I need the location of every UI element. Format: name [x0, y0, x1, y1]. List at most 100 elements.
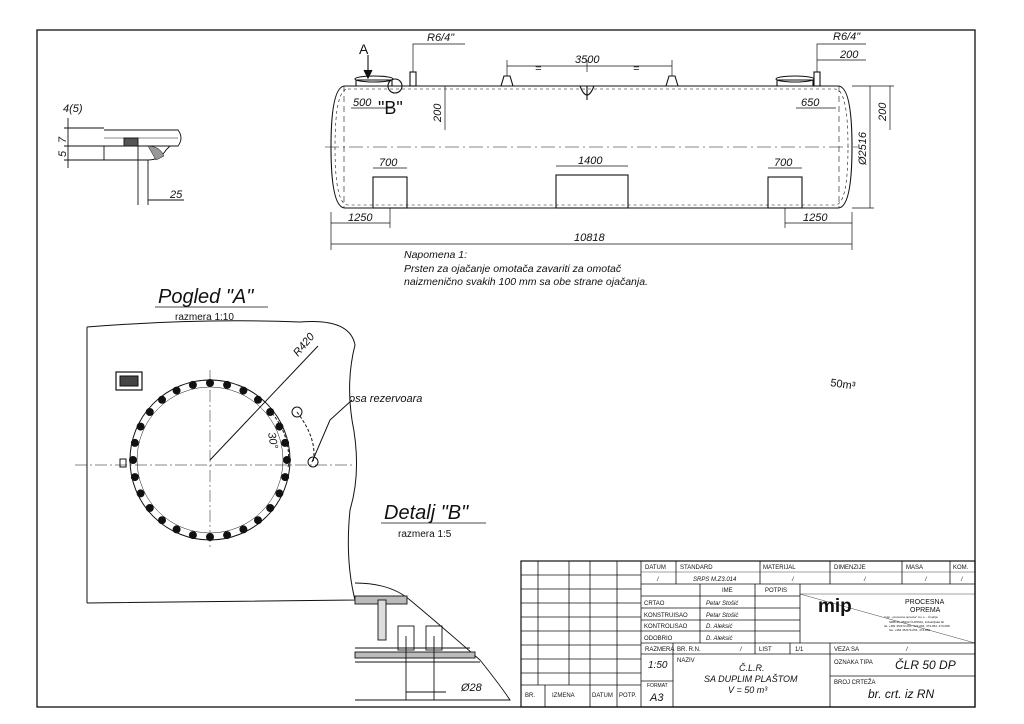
note-heading: Napomena 1:: [404, 249, 467, 261]
dim-200-top: 200: [839, 49, 859, 61]
tb-br-rn-value: /: [739, 647, 743, 653]
tb-veza-sa-label: VEZA SA: [834, 647, 859, 653]
flange-bolt-hole: [239, 525, 248, 534]
flange-bolt-hole: [158, 395, 166, 404]
tb-rev-col-potp: POTP.: [619, 693, 637, 699]
dim-eq-left: =: [535, 63, 542, 75]
tb-role-konstruisao: KONSTRUISAO: [644, 613, 688, 619]
dim-r64-right: R6/4": [833, 31, 861, 43]
tb-materijal-value: /: [791, 577, 795, 583]
detalj-b-scale: razmera 1:5: [398, 529, 452, 540]
axis-label: osa rezervoara: [349, 393, 422, 405]
tb-razmera-value: 1:50: [648, 660, 668, 671]
flange-bolt-hole: [145, 408, 154, 416]
company-small-1: "mip - procesna oprema" d.o.o. - Ćuprija: [884, 614, 938, 619]
tb-name-odobrio: D. Aleksić: [706, 636, 732, 642]
flange-bolt-hole: [130, 438, 139, 447]
tb-name-konstruisao: Petar Stošić: [706, 613, 738, 619]
tb-rev-col-izmena: IZMENA: [552, 693, 575, 699]
tb-role-crtao: CRTAO: [644, 601, 665, 607]
flange-bolt-hole: [275, 489, 284, 498]
flange-bolt-hole: [188, 531, 197, 540]
flange-bolt-hole: [281, 438, 290, 447]
dim-700-right: 700: [774, 157, 793, 169]
dim-200-vertical-left: 200: [432, 103, 444, 123]
pogled-a-scale: razmera 1:10: [175, 312, 234, 323]
detalj-b-view: [354, 582, 511, 701]
flange-bolt-hole: [136, 489, 145, 498]
dim-3500: 3500: [575, 54, 600, 66]
dim-7: 7: [57, 136, 69, 143]
flange-bolt-hole: [136, 422, 145, 431]
tb-format-value: A3: [649, 692, 664, 704]
tb-datum-value: /: [656, 577, 660, 583]
flange-bolt-hole: [281, 473, 290, 482]
flange-bolt-hole: [188, 380, 197, 389]
tb-datum-label: DATUM: [645, 565, 666, 571]
tb-br-rn-label: BR. R.N.: [677, 647, 701, 653]
dim-4-5: 4(5): [63, 103, 83, 115]
tb-list-label: LIST: [759, 647, 772, 653]
flange-bolt-hole: [223, 531, 232, 540]
dim-eq-right: =: [633, 63, 640, 75]
tb-broj-crteza-value: br. crt. iz RN: [868, 687, 935, 701]
flange-bolt-hole: [172, 525, 181, 534]
flange-bolt-hole: [130, 473, 139, 482]
tb-naziv-line-3: V = 50 m³: [728, 685, 768, 695]
flange-bolt-hole: [283, 456, 291, 464]
pogled-a-title: Pogled "A": [158, 286, 254, 308]
tb-list-value: 1/1: [795, 647, 804, 653]
tb-masa-label: MASA: [906, 565, 923, 571]
tb-oznaka-tipa-value: ČLR 50 DP: [895, 657, 956, 672]
tb-dimenzije-label: DIMENZIJE: [834, 565, 866, 571]
dim-10818: 10818: [574, 232, 605, 244]
tb-ime-label: IME: [722, 588, 733, 594]
flange-bolt-hole: [145, 504, 154, 512]
title-block-text: DATUM / STANDARD SRPS M.Z3.014 MATERIJAL…: [525, 565, 969, 704]
flange-bolt-hole: [254, 395, 262, 404]
flange-bolt-hole: [206, 533, 214, 541]
dim-r64-left: R6/4": [427, 32, 455, 44]
tb-oznaka-tipa-label: OZNAKA TIPA: [834, 660, 873, 666]
dim-200-vertical-right: 200: [877, 102, 889, 122]
tb-rev-col-datum: DATUM: [592, 693, 613, 699]
title-block: [520, 560, 976, 708]
dim-700-left: 700: [379, 157, 398, 169]
detalj-b-diameter: Ø28: [460, 682, 483, 694]
tb-broj-crteza-label: BROJ CRTEŽA: [834, 678, 876, 686]
detalj-b-title: Detalj "B": [384, 502, 469, 524]
tb-dimenzije-value: /: [863, 577, 867, 583]
flange-bolt-hole: [223, 380, 232, 389]
drawing-border: [36, 29, 976, 708]
tb-masa-value: /: [924, 577, 928, 583]
dim-5: 5: [57, 150, 69, 157]
flange-bolt-hole: [266, 504, 275, 512]
note-line-1: Prsten za ojačanje omotača zavariti za o…: [404, 263, 622, 275]
tb-potpis-label: POTPIS: [765, 588, 787, 594]
tb-naziv-label: NAZIV: [677, 658, 695, 664]
view-a-arrow-label: A: [359, 41, 369, 57]
angle-label: 30°: [265, 431, 280, 450]
flange-bolt-hole: [266, 408, 275, 416]
company-line-1: PROCESNA: [905, 599, 945, 606]
flange-bolt-hole: [158, 516, 166, 525]
tb-role-kontrolisao: KONTROLISAO: [644, 624, 688, 630]
dim-25: 25: [169, 189, 183, 201]
tb-materijal-label: MATERIJAL: [763, 565, 796, 571]
tb-razmera-label: RAZMERA: [645, 647, 674, 653]
flange-bolt-hole: [254, 516, 262, 525]
flange-bolt-hole: [172, 386, 181, 395]
flange-bolt-hole: [275, 422, 284, 431]
detail-b-tag: "B": [378, 98, 403, 118]
tb-rev-col-br: BR.: [525, 693, 535, 699]
tb-naziv-line-1: Č.L.R.: [739, 663, 765, 673]
dim-1250-right: 1250: [803, 212, 828, 224]
flange-bolt-hole: [206, 379, 214, 387]
dim-650: 650: [801, 97, 820, 109]
tb-standard-value: SRPS M.Z3.014: [693, 577, 737, 583]
weld-detail: [64, 118, 184, 205]
tb-standard-label: STANDARD: [680, 565, 713, 571]
company-line-2: OPREMA: [910, 607, 941, 614]
tb-kom-value: /: [960, 577, 964, 583]
